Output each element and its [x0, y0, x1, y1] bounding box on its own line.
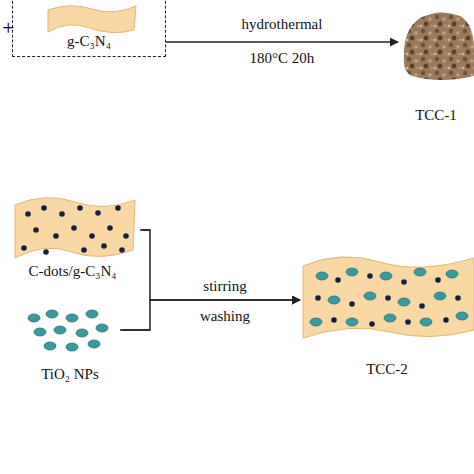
nanoparticles: TiO₂ NPs: [20, 305, 120, 385]
condition-label: 180°C 20h: [248, 49, 317, 67]
material-sheet: C-dots/g-C₃N₄: [5, 195, 140, 283]
node-label: C-dots/g-C₃N₄: [5, 262, 140, 280]
node-label: TCC-1: [398, 106, 474, 124]
plus-sign: +: [0, 15, 16, 41]
condition-label: washing: [198, 307, 252, 325]
node-label: TCC-2: [300, 360, 474, 378]
node-label: TiO₂ NPs: [20, 365, 120, 383]
composite-sheet: TCC-2: [300, 250, 474, 378]
process-arrow: [166, 41, 398, 43]
process-arrow: [140, 230, 300, 300]
dashed-group-box: g-C₃N₄: [12, 0, 166, 57]
step-label: stirring: [201, 277, 248, 295]
process-arrow: [120, 300, 300, 330]
node-label: g-C₃N₄: [13, 32, 165, 50]
product-photo: TCC-1: [398, 8, 474, 126]
step-label: hydrothermal: [240, 15, 325, 33]
